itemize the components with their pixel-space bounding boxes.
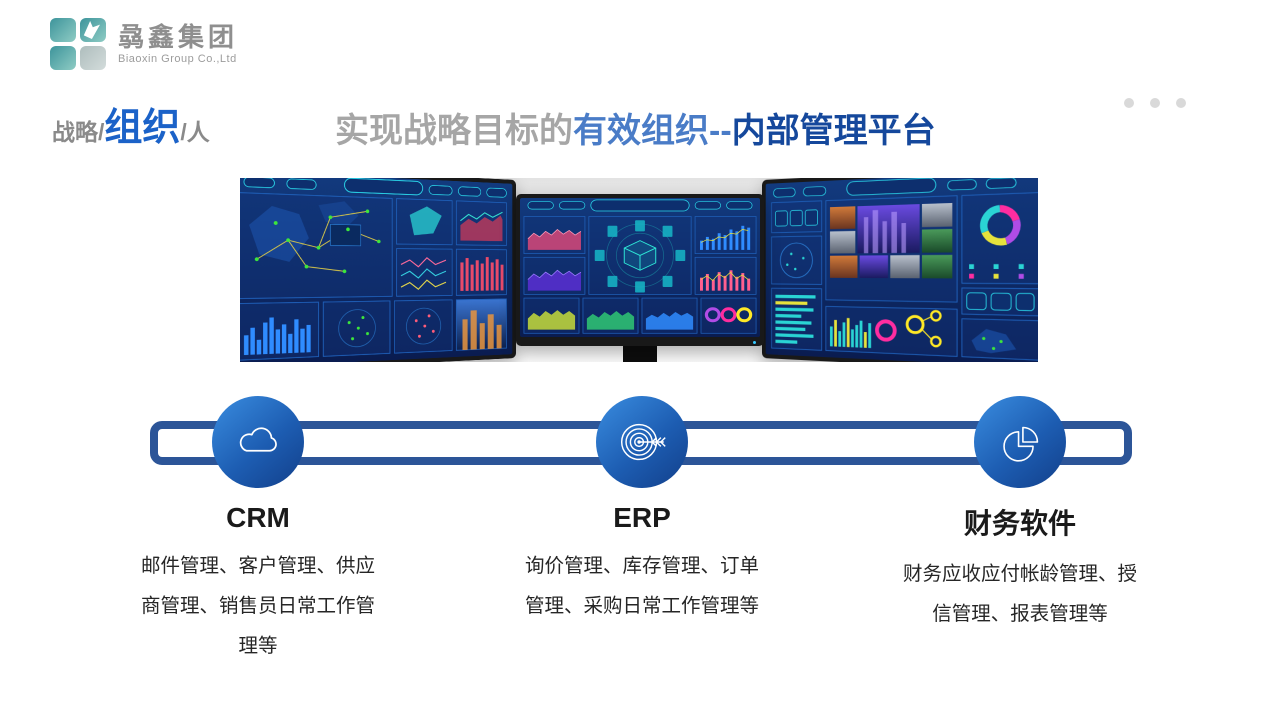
logo-tile bbox=[50, 46, 76, 70]
cloud-icon bbox=[239, 427, 277, 452]
breadcrumb: 战略/ 组织 /人 bbox=[52, 96, 210, 151]
title-gray-part: 实现战略目标的 bbox=[335, 112, 573, 150]
erp-description: 询价管理、库存管理、订单管理、采购日常工作管理等 bbox=[524, 555, 759, 617]
erp-node bbox=[596, 396, 688, 488]
breadcrumb-suffix: /人 bbox=[180, 119, 210, 145]
erp-title: ERP bbox=[613, 502, 671, 533]
title-darkblue-part: 内部管理平台 bbox=[731, 112, 936, 150]
finance-node bbox=[974, 396, 1066, 488]
crm-description: 邮件管理、客户管理、供应商管理、销售员日常工作管理等 bbox=[140, 555, 375, 657]
finance-section: 财务软件 财务应收应付帐龄管理、授信管理、报表管理等 bbox=[890, 502, 1150, 634]
pie-chart-icon bbox=[1003, 426, 1039, 462]
center-monitor bbox=[516, 194, 764, 346]
center-dashboard-screen bbox=[520, 198, 760, 337]
power-led bbox=[753, 341, 756, 344]
logo-bird-tile bbox=[80, 18, 106, 42]
erp-section: ERP 询价管理、库存管理、订单管理、采购日常工作管理等 bbox=[512, 502, 772, 626]
crm-node bbox=[212, 396, 304, 488]
breadcrumb-prefix: 战略/ bbox=[52, 119, 105, 145]
crm-section: CRM 邮件管理、客户管理、供应商管理、销售员日常工作管理等 bbox=[128, 502, 388, 666]
logo-tile bbox=[50, 18, 76, 42]
breadcrumb-highlight: 组织 bbox=[104, 107, 181, 149]
right-dashboard-screen bbox=[765, 178, 1038, 362]
company-logo: 骉鑫集团 Biaoxin Group Co.,Ltd bbox=[50, 18, 238, 70]
monitor-stand bbox=[623, 346, 657, 362]
title-lightblue-part: 有效组织-- bbox=[573, 112, 732, 150]
finance-description: 财务应收应付帐龄管理、授信管理、报表管理等 bbox=[902, 563, 1137, 625]
logo-text: 骉鑫集团 Biaoxin Group Co.,Ltd bbox=[118, 23, 238, 66]
finance-title: 财务软件 bbox=[963, 508, 1076, 539]
logo-mark-icon bbox=[50, 18, 106, 70]
hero-monitor-image bbox=[240, 178, 1038, 362]
left-dashboard-screen bbox=[240, 178, 513, 362]
target-arrow-icon bbox=[620, 423, 666, 461]
crm-title: CRM bbox=[226, 502, 290, 533]
slide-dot bbox=[1124, 98, 1134, 108]
logo-tile bbox=[80, 46, 106, 70]
company-name-zh: 骉鑫集团 bbox=[118, 21, 239, 52]
slide-dot bbox=[1176, 98, 1186, 108]
slide-dot bbox=[1150, 98, 1160, 108]
slide-indicator-dots bbox=[1124, 98, 1186, 108]
company-name-en: Biaoxin Group Co.,Ltd bbox=[118, 53, 237, 66]
right-monitor bbox=[762, 178, 1038, 362]
page-title: 实现战略目标的有效组织--内部管理平台 bbox=[335, 103, 936, 152]
left-monitor bbox=[240, 178, 517, 362]
